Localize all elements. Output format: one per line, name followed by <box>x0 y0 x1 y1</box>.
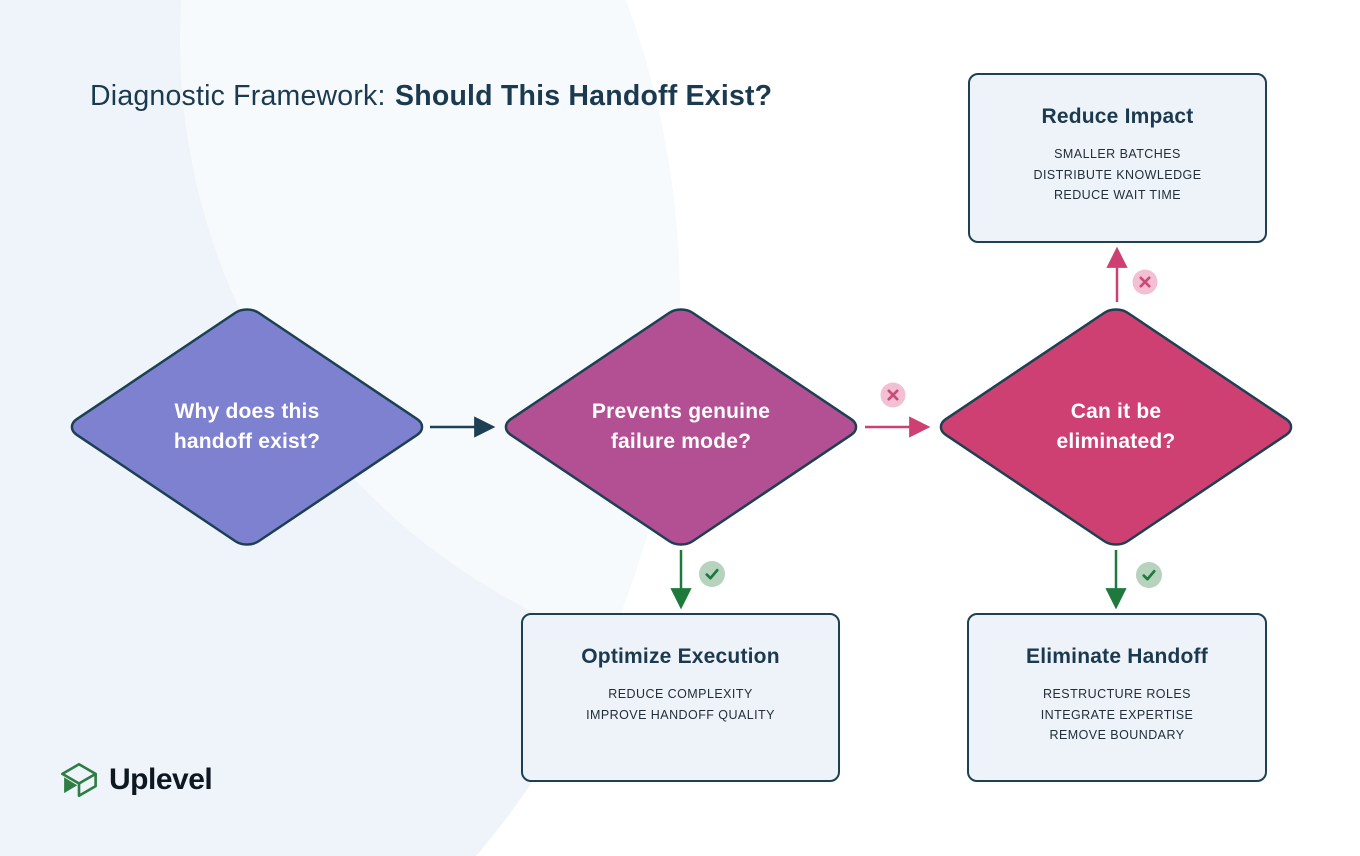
diamond-label-eliminate: Can it be eliminated? <box>956 362 1276 492</box>
x-icon <box>887 389 899 401</box>
yes-badge-eliminate <box>1136 562 1162 588</box>
outcome-box-item: REMOVE BOUNDARY <box>1049 728 1185 742</box>
diamond-label-line: failure mode? <box>610 430 752 453</box>
diamond-label-line: handoff exist? <box>173 430 321 453</box>
uplevel-logo: Uplevel <box>58 760 213 800</box>
outcome-box-item: RESTRUCTURE ROLES <box>1043 687 1191 701</box>
decision-diamond-eliminate <box>934 305 1298 549</box>
page-title-emphasis: Should This Handoff Exist? <box>395 80 773 112</box>
diamond-label-prevents: Prevents genuine failure mode? <box>521 362 841 492</box>
outcome-box-reduce-impact: Reduce Impact SMALLER BATCHES DISTRIBUTE… <box>968 73 1267 243</box>
yes-badge-circle <box>699 561 725 587</box>
check-icon <box>705 568 719 580</box>
no-badge-prevents <box>880 382 906 408</box>
yes-badge-circle <box>1136 562 1162 588</box>
diamond-label-line: eliminated? <box>1056 430 1176 453</box>
uplevel-logo-text: Uplevel <box>109 763 213 796</box>
diamond-label-why: Why does this handoff exist? <box>87 362 407 492</box>
decision-diamond-why <box>65 305 429 549</box>
page-title-prefix: Diagnostic Framework: <box>90 80 386 112</box>
outcome-box-optimize-execution: Optimize Execution REDUCE COMPLEXITY IMP… <box>521 613 840 782</box>
logo-cube-fill-triangle <box>64 777 78 794</box>
uplevel-logo-icon <box>61 762 97 798</box>
yes-badge-prevents <box>699 561 725 587</box>
check-icon <box>1142 569 1156 581</box>
diamond-label-line: Prevents genuine <box>591 399 771 423</box>
outcome-box-item: DISTRIBUTE KNOWLEDGE <box>1033 167 1202 182</box>
outcome-box-item: REDUCE COMPLEXITY <box>608 687 753 701</box>
outcome-box-item: INTEGRATE EXPERTISE <box>1040 707 1194 722</box>
x-icon <box>1139 276 1151 288</box>
page-title: Diagnostic Framework: Should This Handoff… <box>90 80 772 113</box>
outcome-box-item: SMALLER BATCHES <box>1054 147 1181 161</box>
outcome-box-item: IMPROVE HANDOFF QUALITY <box>586 707 775 722</box>
decision-diamond-prevents <box>499 305 863 549</box>
outcome-box-title: Reduce Impact <box>1041 105 1194 128</box>
no-badge-eliminate <box>1132 269 1158 295</box>
outcome-box-title: Eliminate Handoff <box>1026 645 1208 668</box>
logo-cube-right-face <box>77 773 97 798</box>
outcome-box-item: REDUCE WAIT TIME <box>1053 188 1182 202</box>
outcome-box-eliminate-handoff: Eliminate Handoff RESTRUCTURE ROLES INTE… <box>967 613 1267 782</box>
diamond-label-line: Why does this <box>174 399 320 423</box>
diamond-label-line: Can it be <box>1070 399 1162 423</box>
outcome-box-title: Optimize Execution <box>581 645 780 668</box>
